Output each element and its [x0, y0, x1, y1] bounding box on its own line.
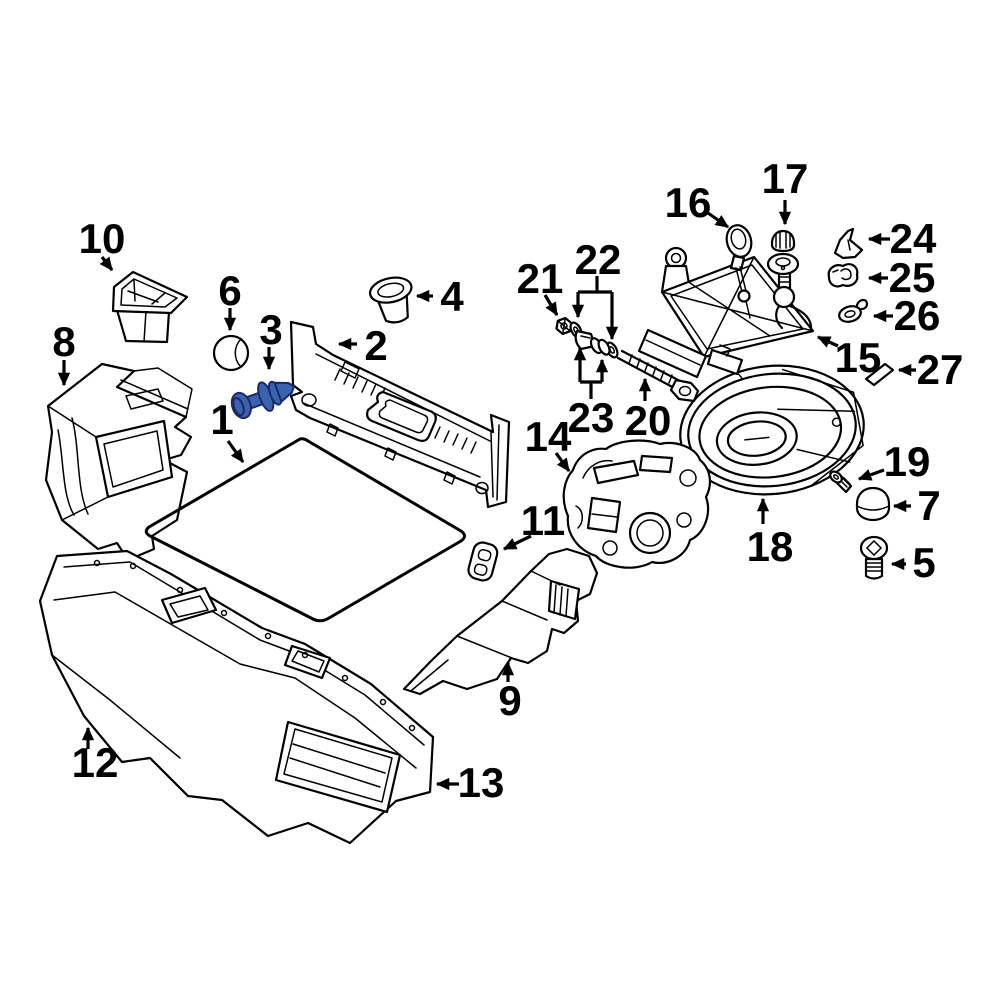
- part-23-spacers-drawing: [574, 329, 611, 356]
- callout-14-label: 14: [525, 413, 572, 460]
- callout-16-label: 16: [665, 179, 712, 226]
- callout-10-label: 10: [79, 215, 126, 262]
- callout-10-arrow: [99, 256, 114, 271]
- callout-11-label: 11: [521, 497, 565, 544]
- part-5-screw-drawing: [859, 535, 889, 580]
- callout-27: 27: [897, 346, 964, 393]
- callout-4: 4: [415, 273, 464, 320]
- callout-7: 7: [892, 482, 941, 529]
- part-10-storage-tray-drawing: [111, 270, 189, 344]
- callout-25-label: 25: [889, 254, 936, 301]
- part-4-grommet-drawing: [368, 276, 413, 324]
- callout-23-bracket: [580, 380, 602, 399]
- part-18-spare-tire-well-drawing: [673, 364, 865, 496]
- callout-22-bracket: [578, 276, 612, 294]
- callout-21: 21: [517, 255, 564, 317]
- callout-9: 9: [498, 661, 522, 724]
- callout-27-label: 27: [917, 346, 964, 393]
- callout-15: 15: [816, 334, 882, 381]
- part-7-cap-drawing: [855, 486, 891, 522]
- callout-3-label: 3: [259, 306, 282, 353]
- callout-15-label: 15: [835, 334, 882, 381]
- callout-15-arrow: [816, 335, 839, 348]
- callout-16: 16: [665, 179, 730, 229]
- callout-12-label: 12: [72, 739, 119, 786]
- callout-1-label: 1: [210, 396, 233, 443]
- callout-2: 2: [337, 322, 388, 369]
- callout-18-label: 18: [747, 523, 794, 570]
- part-6-cover-cap-drawing: [212, 334, 250, 372]
- part-16-hook-drawing: [725, 224, 753, 319]
- callout-12: 12: [72, 726, 119, 786]
- part-3-retainer-clip-drawing: [230, 380, 295, 420]
- callout-22-label: 22: [575, 236, 622, 283]
- callout-3: 3: [259, 306, 283, 371]
- callout-25: 25: [867, 254, 936, 301]
- callout-19-label: 19: [884, 438, 931, 485]
- part-20-bolt-drawing: [616, 349, 700, 403]
- callout-23-label: 23: [568, 394, 615, 441]
- part-14-tool-kit-foam-drawing: [562, 439, 712, 569]
- callout-20: 20: [625, 377, 672, 444]
- callout-10: 10: [79, 215, 126, 271]
- part-8-side-trim-panel-drawing: [44, 362, 193, 562]
- part-9-trim-panel-drawing: [402, 547, 599, 696]
- callout-1-arrow: [226, 440, 245, 463]
- part-25-clip-drawing: [827, 263, 859, 288]
- callout-6: 6: [218, 267, 242, 332]
- callout-26-label: 26: [894, 292, 941, 339]
- callout-24: 24: [867, 215, 937, 262]
- part-2-rear-trim-panel-drawing: [289, 320, 511, 509]
- callout-20-label: 20: [625, 397, 672, 444]
- part-19-screw-drawing: [829, 470, 853, 494]
- callout-26: 26: [872, 292, 941, 339]
- part-26-ring-drawing: [838, 298, 869, 323]
- callout-7-label: 7: [917, 482, 940, 529]
- callout-8: 8: [52, 318, 76, 387]
- callout-24-label: 24: [890, 215, 937, 262]
- part-27-pad-drawing: [864, 362, 895, 387]
- callout-5-label: 5: [912, 539, 935, 586]
- callout-13-label: 13: [458, 759, 505, 806]
- callout-13: 13: [435, 759, 505, 806]
- callout-21-label: 21: [517, 255, 564, 302]
- part-1-floor-mat-drawing: [144, 437, 466, 623]
- callout-16-arrow: [707, 211, 730, 229]
- callout-9-label: 9: [498, 677, 521, 724]
- callout-4-label: 4: [440, 273, 464, 320]
- callout-5: 5: [890, 539, 936, 586]
- callout-6-label: 6: [218, 267, 241, 314]
- callout-17-label: 17: [762, 155, 809, 202]
- callout-19-arrow: [857, 468, 885, 481]
- part-12-and-13-trim-panel-drawing: [38, 549, 435, 845]
- callout-23: 23: [568, 346, 615, 441]
- callout-2-label: 2: [364, 322, 387, 369]
- callout-18: 18: [747, 497, 794, 570]
- callout-22: 22: [571, 236, 622, 341]
- callout-11-arrow: [502, 534, 532, 551]
- callout-19: 19: [857, 438, 931, 485]
- callout-14-arrow: [554, 452, 571, 472]
- callout-14: 14: [525, 413, 572, 472]
- callout-1: 1: [210, 396, 245, 463]
- callout-8-label: 8: [52, 318, 75, 365]
- callout-21-arrow: [543, 294, 559, 317]
- part-24-bracket-drawing: [833, 227, 864, 260]
- callout-17: 17: [762, 155, 809, 226]
- part-11-clip-drawing: [467, 541, 499, 582]
- part-17-wing-nut-drawing: [766, 229, 800, 276]
- callout-11: 11: [502, 497, 565, 551]
